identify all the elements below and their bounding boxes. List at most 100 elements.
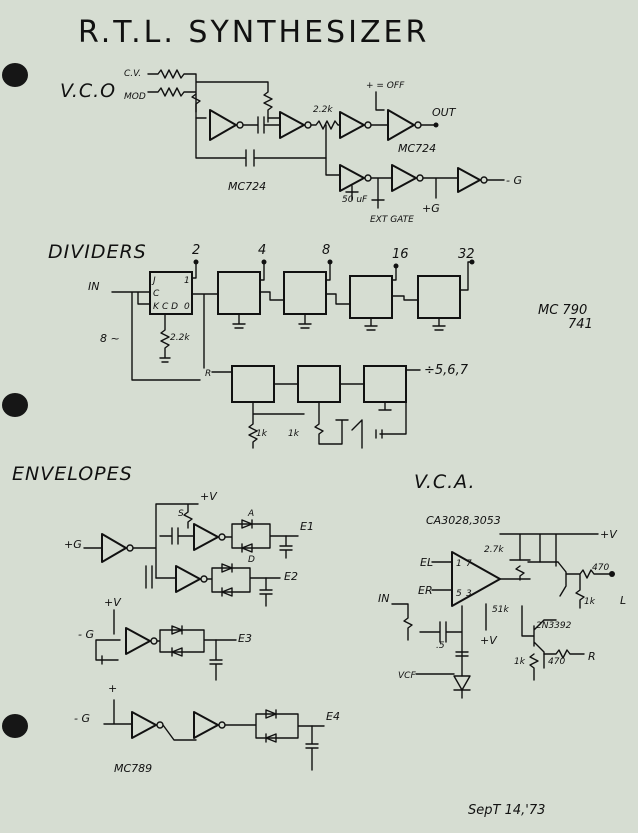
env-plus-g: +G: [64, 538, 82, 551]
vco-bias-resistor: [191, 93, 207, 119]
vco-cv-label: C.V.: [124, 69, 141, 79]
vco-inverter-4: [387, 109, 415, 141]
vco-heading: V.C.O: [60, 80, 116, 102]
env-inverter-4: [125, 627, 151, 655]
vca-out-r: R: [588, 650, 596, 663]
dividers-chip-label-2: 741: [568, 317, 593, 332]
dividers-1k-b: 1k: [288, 429, 300, 439]
dividers-resistor-label: 2.2k: [170, 333, 190, 343]
vco-chip-upper: MC724: [398, 142, 436, 155]
dividers-counter-3: [349, 275, 393, 319]
vco-inverter-7: [457, 167, 481, 193]
vca-vcf: VCF: [398, 671, 416, 681]
svg-text:J: J: [151, 276, 156, 286]
dividers-reset-label: R: [205, 369, 211, 379]
vca-transistor: 2N3392: [536, 621, 572, 631]
vco-chip-lower: MC724: [228, 180, 266, 193]
env-plus-c: +: [108, 682, 117, 695]
vco-inverter-3: [339, 111, 365, 139]
env-a-label: A: [247, 509, 254, 519]
vco-resistor-label: 2.2k: [313, 105, 333, 115]
page-title: R.T.L. SYNTHESIZER: [78, 15, 429, 50]
dividers-counter-4: [417, 275, 461, 319]
dividers-counter-2: [283, 271, 327, 315]
dividers-in-label: IN: [88, 280, 99, 293]
punch-hole-middle: [2, 393, 28, 417]
svg-text:K: K: [153, 302, 160, 312]
sheet-date: SepT 14,'73: [468, 803, 545, 818]
vca-plus-v: +V: [600, 528, 618, 541]
svg-text:1: 1: [456, 559, 462, 569]
env-e3-label: E3: [238, 632, 252, 645]
vca-el: EL: [420, 556, 433, 569]
dividers-chip-label-1: MC 790: [538, 303, 587, 318]
dividers-counter-6: [297, 365, 341, 403]
vca-opamp: [451, 551, 501, 607]
punch-hole-top: [2, 63, 28, 87]
vco-minus-g-label: - G: [506, 174, 522, 187]
env-plus-v: +V: [200, 490, 218, 503]
vco-plus-g-label: +G: [422, 202, 440, 215]
vca-r470-bottom: 470: [548, 657, 565, 667]
vco-inverter-5: [339, 164, 365, 192]
vco-input-resistors: [147, 69, 273, 123]
dividers-tap-4: 4: [258, 243, 266, 258]
env-e2-label: E2: [284, 570, 298, 583]
envelopes-heading: ENVELOPES: [12, 463, 133, 485]
env-e1-label: E1: [300, 520, 314, 533]
vca-r27k: 2.7k: [484, 545, 504, 555]
svg-text:0: 0: [184, 302, 190, 312]
svg-text:7: 7: [466, 559, 472, 569]
env-inverter-3: [175, 565, 201, 593]
vca-r51k: 51k: [492, 605, 509, 615]
env-plus-v-b: +V: [104, 596, 122, 609]
vca-cap-5: .5: [436, 641, 445, 651]
dividers-counter-7: [363, 365, 407, 403]
vca-r470-top: 470: [592, 563, 609, 573]
svg-text:C: C: [153, 289, 160, 299]
env-inverter-2: [193, 523, 219, 551]
vca-er: ER: [418, 584, 433, 597]
dividers-ratio-label: ÷5,6,7: [424, 363, 469, 378]
dividers-tap-2: 2: [192, 243, 200, 258]
env-d-label: D: [248, 555, 255, 565]
vco-inverter-2: [279, 111, 305, 139]
dividers-counter-1: [217, 271, 261, 315]
vco-out-label: OUT: [432, 106, 457, 119]
env-minus-g-b: - G: [74, 712, 90, 725]
env-inverter-1: [101, 533, 127, 563]
envelopes-section: ENVELOPES +V +G S A D E1 E2 +V - G E3: [12, 463, 340, 775]
dividers-gnd-label: 8 ~: [100, 332, 120, 345]
vca-heading: V.C.A.: [414, 471, 476, 493]
dividers-tap-32: 32: [458, 247, 475, 262]
vca-plus-v-b: +V: [480, 634, 498, 647]
dividers-flipflop: [149, 271, 193, 315]
dividers-section: DIVIDERS IN 8 ~ J C K C D 1 0 2.2k 2 4 8…: [48, 241, 593, 449]
dividers-tap-16: 16: [392, 247, 409, 262]
env-inverter-5: [131, 711, 157, 739]
dividers-heading: DIVIDERS: [48, 241, 147, 263]
svg-text:C D: C D: [162, 302, 178, 312]
env-inverter-6: [193, 711, 219, 739]
vco-inverter-6: [391, 164, 417, 192]
vco-mod-label: MOD: [124, 92, 146, 102]
dividers-counter-5: [231, 365, 275, 403]
vca-out-l: L: [620, 594, 626, 607]
vca-r1k-right: 1k: [584, 597, 596, 607]
svg-text:5: 5: [456, 589, 462, 599]
env-minus-g-a: - G: [78, 628, 94, 641]
env-s-label: S: [178, 509, 184, 519]
vca-in: IN: [378, 592, 389, 605]
vco-plus-off-label: + = OFF: [366, 81, 405, 91]
vca-r1k-left: 1k: [514, 657, 526, 667]
svg-text:1: 1: [184, 276, 190, 286]
dividers-tap-8: 8: [322, 243, 330, 258]
vco-ext-gate-label: EXT GATE: [370, 215, 414, 225]
vco-cap-label: 50 uF: [342, 195, 368, 205]
vca-chips-label: CA3028,3053: [426, 514, 501, 527]
vco-inverter-1: [209, 109, 237, 141]
svg-text:3: 3: [466, 589, 472, 599]
dividers-1k-a: 1k: [256, 429, 268, 439]
vca-section: V.C.A. CA3028,3053 +V 1 7 5 3 2.7k EL ER…: [378, 471, 626, 699]
